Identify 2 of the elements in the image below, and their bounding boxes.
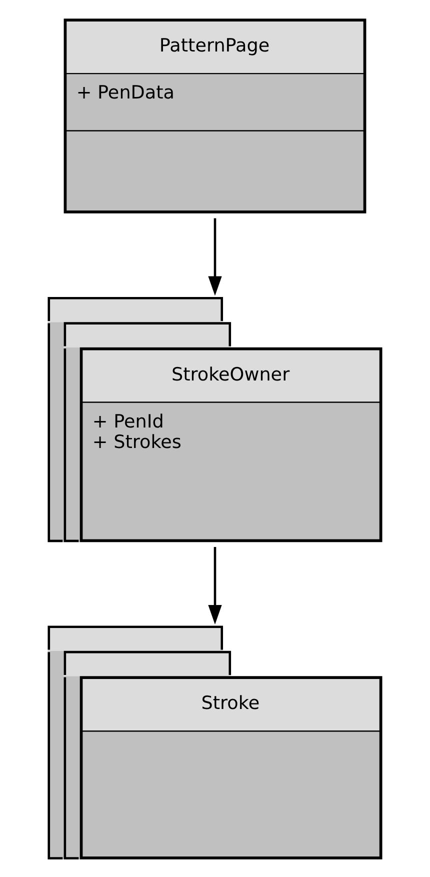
arrow [208, 546, 222, 624]
arrow [208, 218, 222, 296]
